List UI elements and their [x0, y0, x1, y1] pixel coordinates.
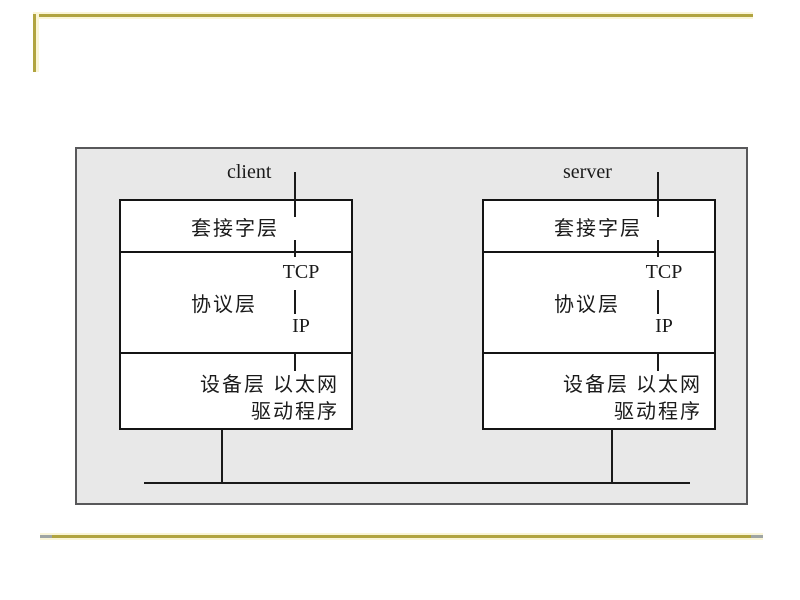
client-socket-layer-label: 套接字层	[191, 217, 279, 240]
client-device-layer-row: 设备层 以太网 驱动程序	[121, 352, 351, 428]
server-connector-ip-to-device	[657, 354, 659, 371]
server-socket-layer-row: 套接字层	[484, 201, 714, 251]
client-device-layer-line1: 设备层 以太网	[200, 374, 339, 396]
server-connector-label-to-socket	[657, 172, 659, 217]
server-ip-label: IP	[655, 315, 673, 337]
server-stack: 套接字层 协议层 设备层 以太网 驱动程序	[482, 199, 716, 430]
top-accent-line-horizontal	[33, 14, 753, 17]
client-drop-line-to-bus	[221, 430, 223, 484]
server-connector-socket-to-tcp	[657, 240, 659, 257]
server-device-layer-line1: 设备层 以太网	[563, 374, 702, 396]
client-device-layer-line2: 驱动程序	[251, 401, 339, 423]
client-host-label: client	[227, 161, 272, 183]
top-accent-line-vertical	[33, 14, 36, 72]
server-socket-layer-label: 套接字层	[554, 217, 642, 240]
server-tcp-label: TCP	[645, 261, 683, 283]
client-stack: 套接字层 协议层 设备层 以太网 驱动程序	[119, 199, 353, 430]
bottom-accent-line	[40, 535, 763, 538]
client-socket-layer-row: 套接字层	[121, 201, 351, 251]
server-protocol-layer-label: 协议层	[554, 294, 620, 316]
server-drop-line-to-bus	[611, 430, 613, 484]
client-protocol-layer-label: 协议层	[191, 294, 257, 316]
diagram-panel: client server 套接字层 协议层 设备层 以太网 驱动程序 套接字层…	[75, 147, 748, 505]
client-connector-tcp-to-ip	[294, 290, 296, 314]
client-ip-label: IP	[292, 315, 310, 337]
server-host-label: server	[563, 161, 612, 183]
server-device-layer-row: 设备层 以太网 驱动程序	[484, 352, 714, 428]
server-device-layer-line2: 驱动程序	[614, 401, 702, 423]
server-connector-tcp-to-ip	[657, 290, 659, 314]
server-protocol-layer-row: 协议层	[484, 251, 714, 352]
client-tcp-label: TCP	[282, 261, 320, 283]
client-connector-ip-to-device	[294, 354, 296, 371]
client-connector-socket-to-tcp	[294, 240, 296, 257]
ethernet-bus-line	[144, 482, 690, 484]
client-connector-label-to-socket	[294, 172, 296, 217]
client-protocol-layer-row: 协议层	[121, 251, 351, 352]
